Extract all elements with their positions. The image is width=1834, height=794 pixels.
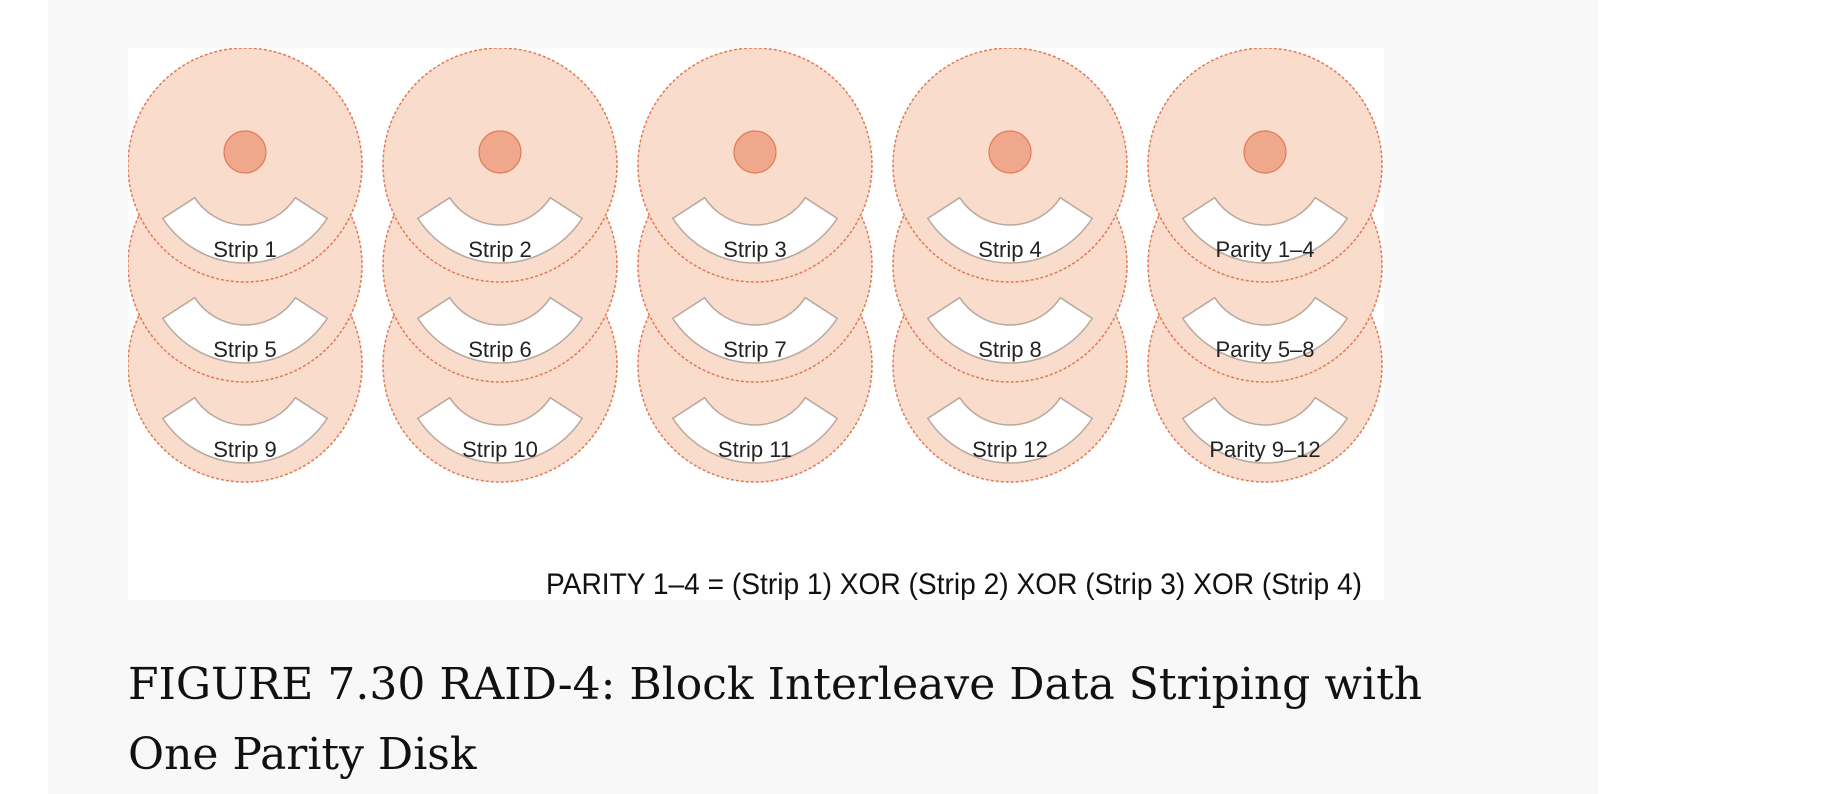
disk-stack: Parity 9–12 Parity 5–8 Parity 1–4 xyxy=(1147,48,1383,483)
strip-label: Strip 10 xyxy=(462,437,538,462)
strip-band xyxy=(161,396,329,464)
strip-band xyxy=(161,196,329,264)
strip-band xyxy=(926,296,1094,364)
strip-label: Strip 7 xyxy=(723,337,787,362)
strip-band xyxy=(1181,196,1349,264)
spindle-hub xyxy=(1243,130,1287,174)
strip-band xyxy=(1181,396,1349,464)
strip-label: Parity 5–8 xyxy=(1215,337,1314,362)
disk-stack: Strip 9 Strip 5 Strip 1 xyxy=(128,48,363,483)
spindle-hub xyxy=(223,130,267,174)
strip-label: Strip 5 xyxy=(213,337,277,362)
strip-band xyxy=(671,196,839,264)
strip-band xyxy=(1181,296,1349,364)
disk-stack: Strip 12 Strip 8 Strip 4 xyxy=(892,48,1128,483)
strip-label: Strip 11 xyxy=(718,437,792,462)
parity-formula: PARITY 1–4 = (Strip 1) XOR (Strip 2) XOR… xyxy=(546,568,1362,600)
platter: Strip 3 xyxy=(637,48,873,283)
spindle-hub xyxy=(478,130,522,174)
strip-band xyxy=(671,396,839,464)
platter: Strip 4 xyxy=(892,48,1128,283)
strip-label: Parity 9–12 xyxy=(1209,437,1320,462)
strip-label: Strip 12 xyxy=(972,437,1048,462)
strip-band xyxy=(671,296,839,364)
strip-label: Strip 8 xyxy=(978,337,1042,362)
spindle-hub xyxy=(988,130,1032,174)
strip-band xyxy=(416,196,584,264)
strip-label: Strip 4 xyxy=(978,237,1042,262)
strip-band xyxy=(926,396,1094,464)
strip-label: Strip 9 xyxy=(213,437,277,462)
strip-band xyxy=(161,296,329,364)
strip-label: Strip 3 xyxy=(723,237,787,262)
platter: Strip 1 xyxy=(128,48,363,283)
platter: Strip 2 xyxy=(382,48,618,283)
spindle-hub xyxy=(733,130,777,174)
strip-label: Strip 1 xyxy=(213,237,277,262)
strip-band xyxy=(416,296,584,364)
strip-band xyxy=(926,196,1094,264)
disk-stack: Strip 11 Strip 7 Strip 3 xyxy=(637,48,873,483)
figure-caption: FIGURE 7.30 RAID-4: Block Interleave Dat… xyxy=(128,659,1423,780)
platter: Parity 1–4 xyxy=(1147,48,1383,283)
disk-stack: Strip 10 Strip 6 Strip 2 xyxy=(382,48,618,483)
strip-band xyxy=(416,396,584,464)
strip-label: Strip 6 xyxy=(468,337,532,362)
strip-label: Parity 1–4 xyxy=(1215,237,1314,262)
strip-label: Strip 2 xyxy=(468,237,532,262)
